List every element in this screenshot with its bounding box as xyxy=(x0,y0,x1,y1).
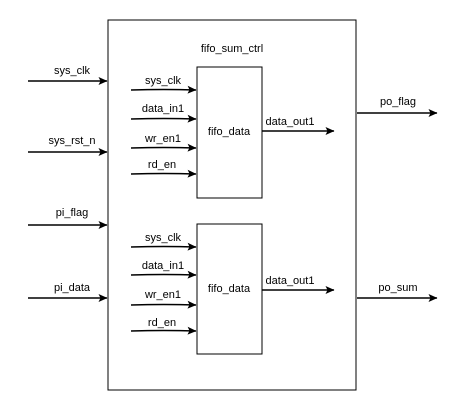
fifo-data-block-1: fifo_data sys_clk data_in1 wr_en1 rd_en … xyxy=(130,66,335,199)
fifo-input-label: data_in1 xyxy=(142,260,184,272)
module-title: fifo_sum_ctrl xyxy=(201,43,263,55)
fifo-input-label: wr_en1 xyxy=(144,289,181,301)
fifo-input-arrow xyxy=(130,326,197,335)
fifo-data-name: fifo_data xyxy=(208,283,251,295)
top-output-label: po_flag xyxy=(380,96,416,108)
top-input-sys-clk: sys_clk xyxy=(28,65,108,85)
fifo-output-label: data_out1 xyxy=(266,116,315,128)
top-input-label: sys_rst_n xyxy=(48,135,95,147)
fifo-input-label: wr_en1 xyxy=(144,133,181,145)
top-input-label: pi_flag xyxy=(56,207,88,219)
outer-module-box xyxy=(107,19,357,391)
fifo-input-arrow xyxy=(130,300,197,309)
top-input-pi-data: pi_data xyxy=(28,282,108,302)
fifo-output-label: data_out1 xyxy=(266,275,315,287)
top-input-label: pi_data xyxy=(54,282,91,294)
top-input-pi-flag: pi_flag xyxy=(28,207,108,229)
fifo-input-label: rd_en xyxy=(148,159,176,171)
fifo-input-arrow xyxy=(130,143,197,152)
top-input-label: sys_clk xyxy=(54,65,91,77)
fifo-data-block-2: fifo_data sys_clk data_in1 wr_en1 rd_en … xyxy=(130,223,335,355)
fifo-input-label: rd_en xyxy=(148,317,176,329)
fifo-input-arrow xyxy=(130,242,197,251)
top-output-po-flag: po_flag xyxy=(357,96,438,117)
fifo-input-arrow xyxy=(130,270,197,279)
top-input-sys-rst-n: sys_rst_n xyxy=(28,135,108,156)
fifo-input-label: sys_clk xyxy=(145,75,182,87)
fifo-input-label: data_in1 xyxy=(142,103,184,115)
fifo-input-arrow xyxy=(130,169,197,178)
top-output-po-sum: po_sum xyxy=(357,282,438,302)
fifo-input-arrow xyxy=(130,114,197,123)
fifo-data-box xyxy=(196,66,263,199)
fifo-input-label: sys_clk xyxy=(145,232,182,244)
fifo-input-arrow xyxy=(130,85,197,94)
fifo-data-box xyxy=(196,223,263,355)
fifo-data-name: fifo_data xyxy=(208,126,251,138)
top-output-label: po_sum xyxy=(378,282,417,294)
